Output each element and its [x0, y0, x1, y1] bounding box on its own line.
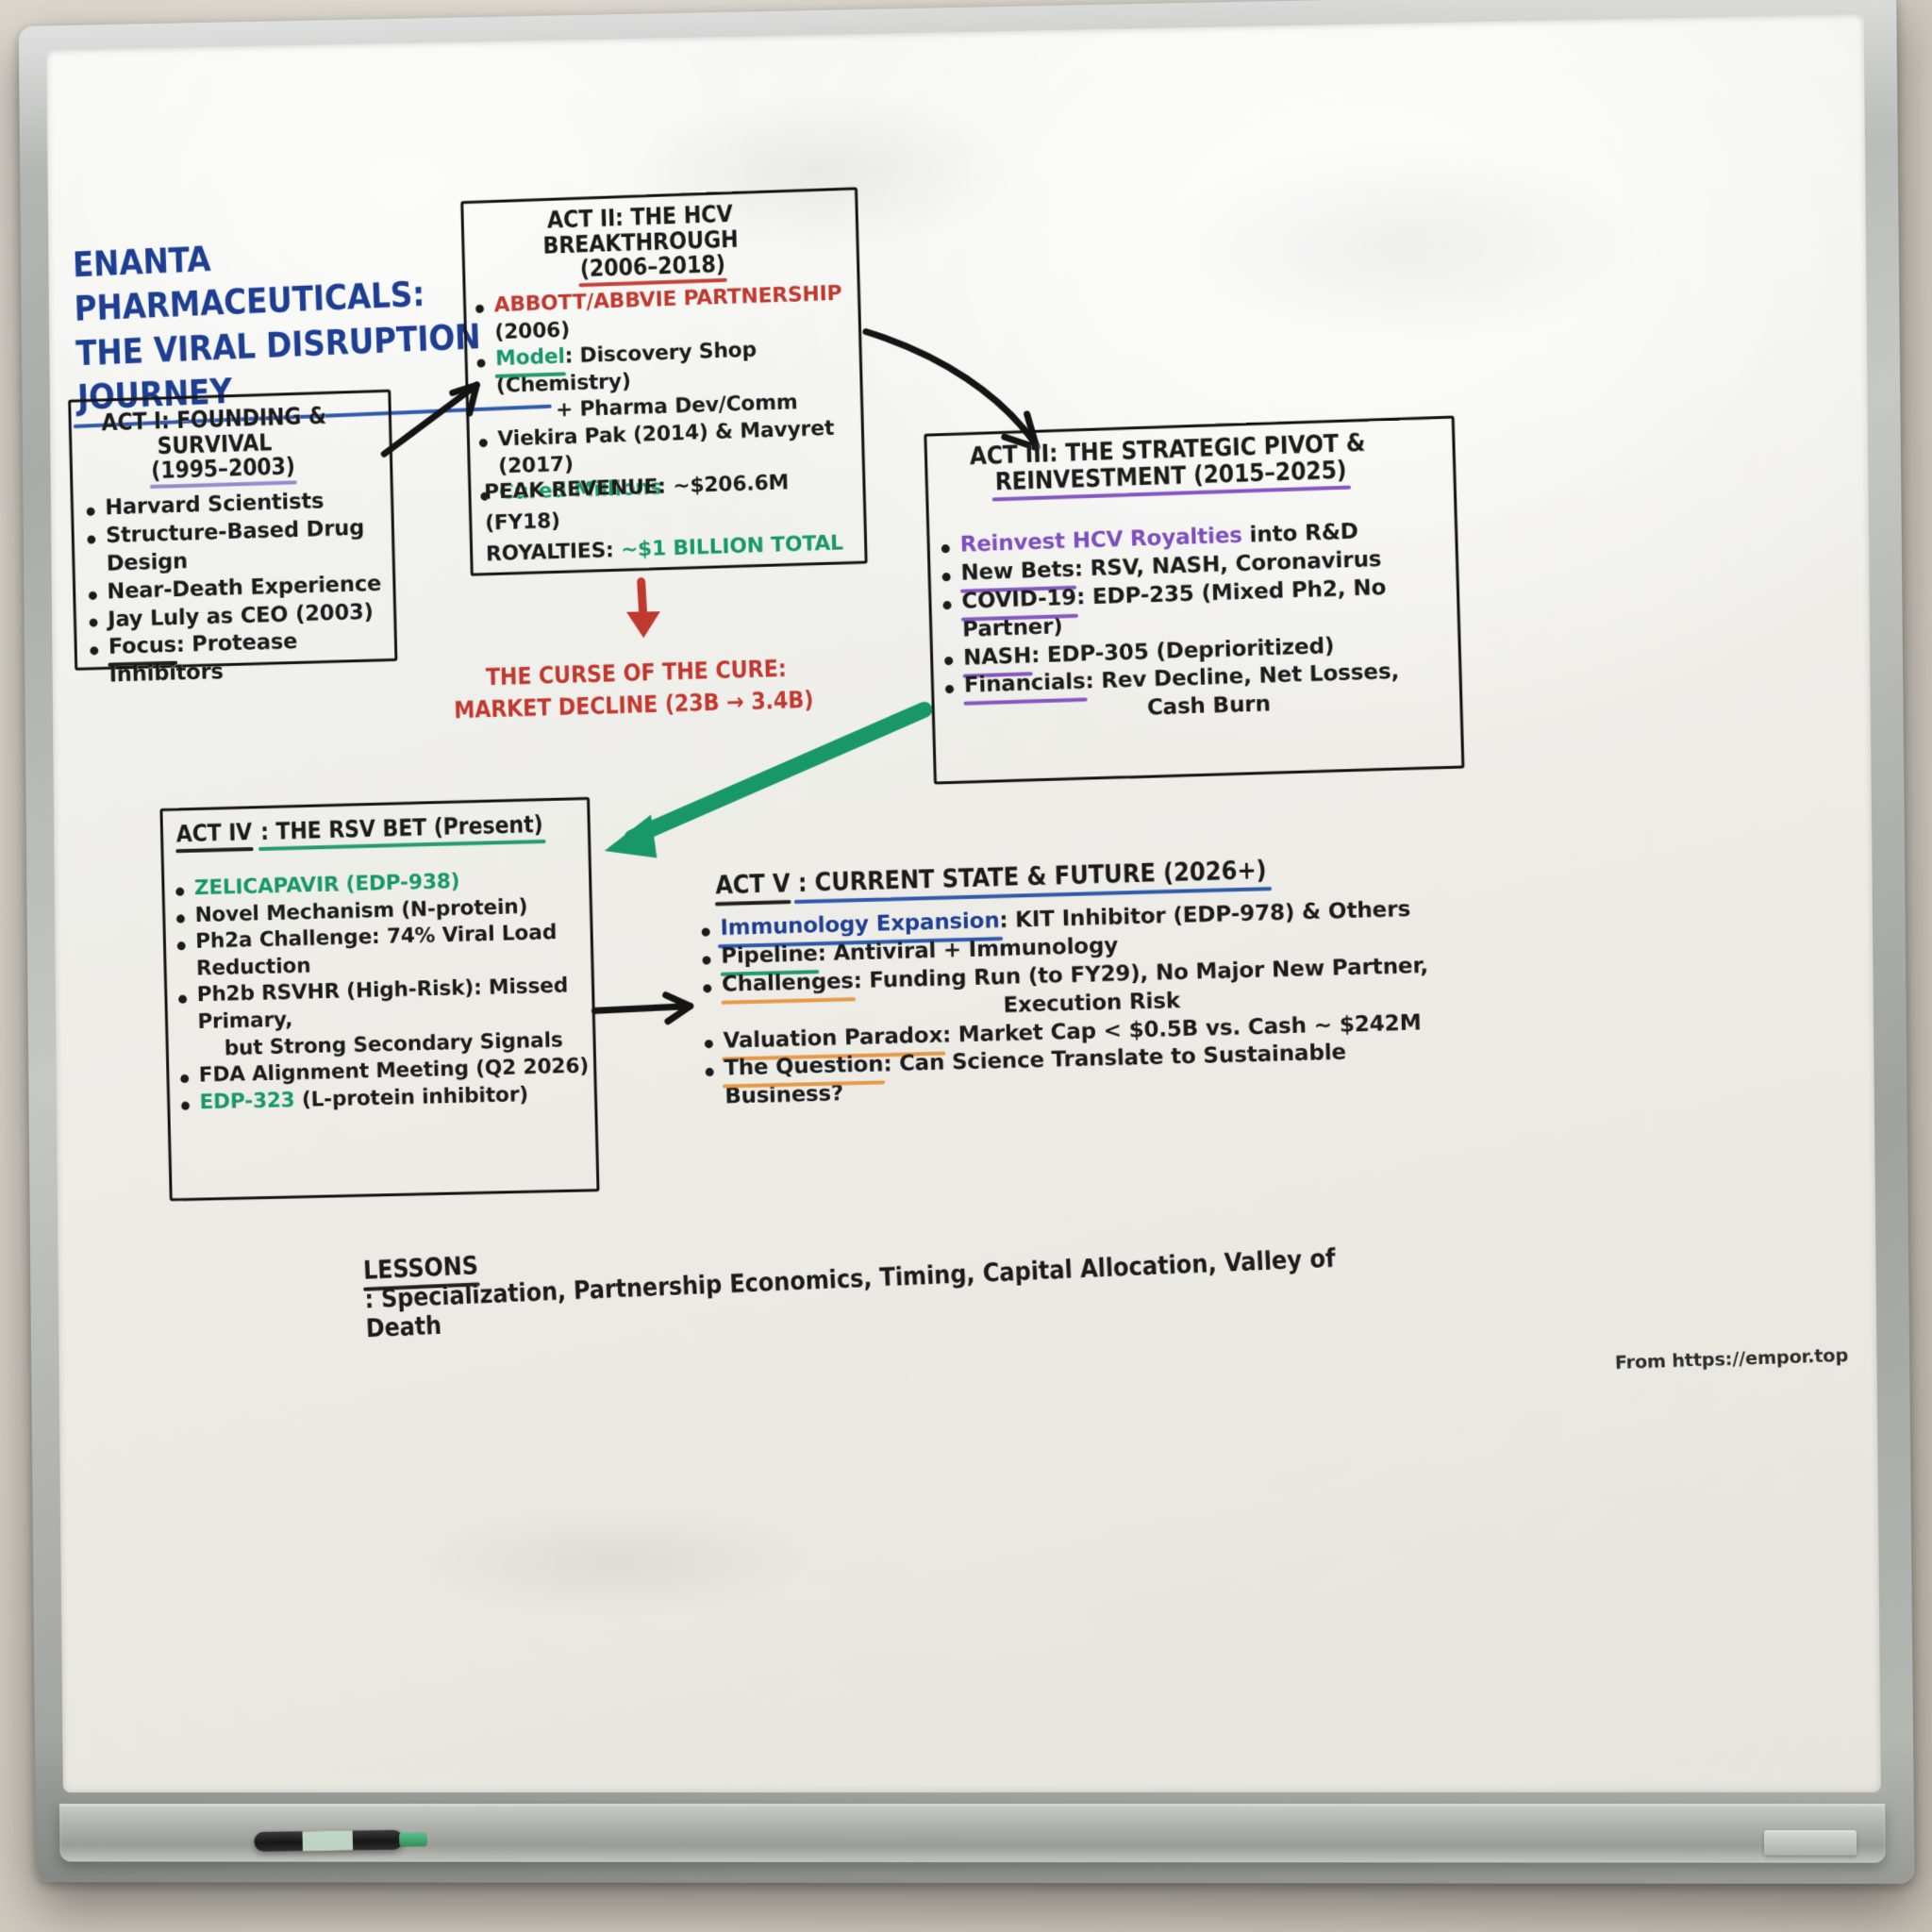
- act5-title-a: ACT V: [714, 869, 791, 901]
- act4-bullet-3: Ph2b RSVHR (High-Risk): Missed Primary,: [196, 974, 569, 1035]
- act3-box: ACT III: THE STRATEGIC PIVOT & REINVESTM…: [924, 415, 1465, 785]
- act1-focus-label: Focus: [108, 632, 177, 662]
- act1-bullet-1: Structure-Based Drug Design: [105, 515, 365, 576]
- act4-bullet-list: ZELICAPAVIR (EDP-938) Novel Mechanism (N…: [170, 866, 591, 1118]
- act3-fin-label: Financials: [964, 669, 1086, 701]
- list-item: Model: Discovery Shop (Chemistry) + Phar…: [471, 334, 857, 427]
- attribution: From https://empor.top: [1614, 1344, 1849, 1374]
- act4-bullet-0: ZELICAPAVIR (EDP-938): [193, 870, 460, 901]
- whiteboard: ENANTA PHARMACEUTICALS: THE VIRAL DISRUP…: [18, 0, 1915, 1884]
- list-item: Focus: Protease Inhibitors: [84, 626, 390, 691]
- act5-block: ACT V: CURRENT STATE & FUTURE (2026+) Im…: [694, 850, 1466, 1112]
- list-item: Ph2b RSVHR (High-Risk): Missed Primary, …: [173, 974, 590, 1064]
- act5-bullet-list: Immunology Expansion: KIT Inhibitor (EDP…: [695, 895, 1466, 1113]
- act2-model-label: Model: [495, 344, 565, 374]
- act3-bullet-list: Reinvest HCV Royalties into R&D New Bets…: [935, 515, 1454, 729]
- brand-plate: [1764, 1830, 1857, 1856]
- act2-peak-revenue: PEAK REVENUE: ~$206.6M (FY18): [484, 465, 858, 539]
- arrow-act4-to-act5: [592, 992, 714, 1031]
- arrow-curse-down: [621, 579, 661, 639]
- act3-nash-label: NASH: [963, 642, 1032, 673]
- surface-smudge: [412, 1504, 817, 1619]
- surface-smudge: [1151, 132, 1649, 359]
- act2-peak-label: PEAK REVENUE:: [483, 475, 674, 505]
- act1-bullet-0: Harvard Scientists: [104, 489, 325, 521]
- act1-title: ACT I: FOUNDING & SURVIVAL: [101, 401, 327, 459]
- whiteboard-surface: ENANTA PHARMACEUTICALS: THE VIRAL DISRUP…: [46, 13, 1881, 1793]
- act3-newbets-label: New Bets: [960, 557, 1074, 589]
- act4-edp323-colored: EDP-323: [199, 1088, 295, 1115]
- act4-bullet-2: Ph2a Challenge: 74% Viral Load Reduction: [195, 921, 558, 981]
- list-item: Structure-Based Drug Design: [81, 514, 387, 579]
- act5-challenges-label: Challenges: [722, 968, 854, 1000]
- act5-question-label: The Question: [724, 1052, 884, 1084]
- lessons-body: : Specialization, Partnership Economics,…: [363, 1243, 1337, 1344]
- act4-title-a: ACT IV: [175, 818, 253, 848]
- act3-covid-label: COVID-19: [961, 584, 1077, 616]
- act2-bullet-partnership-year: (2006): [494, 318, 571, 344]
- act2-box: ACT II: THE HCV BREAKTHROUGH (2006–2018)…: [460, 187, 868, 576]
- act1-bullet-list: Harvard Scientists Structure-Based Drug …: [80, 486, 390, 691]
- act2-bullet-partnership: ABBOTT/ABBVIE PARTNERSHIP: [493, 281, 842, 318]
- act4-edp323-rest: (L-protein inhibitor): [294, 1082, 529, 1112]
- act1-subtitle: (1995–2003): [150, 452, 295, 485]
- act2-roy-value: ~$1 BILLION TOTAL: [620, 531, 844, 562]
- act2-roy-label: ROYALTIES:: [485, 538, 622, 567]
- act5-pipeline-label: Pipeline: [721, 941, 818, 972]
- act3-reinvest-rest: into R&D: [1241, 519, 1359, 548]
- arrow-act2-to-act3: [863, 328, 1040, 451]
- act4-box: ACT IV: THE RSV BET (Present) ZELICAPAVI…: [159, 796, 600, 1202]
- arrow-act3-to-act4: [545, 692, 941, 894]
- act2-subtitle: (2006–2018): [579, 250, 725, 283]
- act1-box: ACT I: FOUNDING & SURVIVAL (1995–2003) H…: [68, 389, 398, 688]
- whiteboard-marker[interactable]: [254, 1829, 404, 1852]
- lessons-line: LESSONS: Specialization, Partnership Eco…: [362, 1208, 1495, 1344]
- act4-title-b: : THE RSV BET (Present): [259, 810, 543, 845]
